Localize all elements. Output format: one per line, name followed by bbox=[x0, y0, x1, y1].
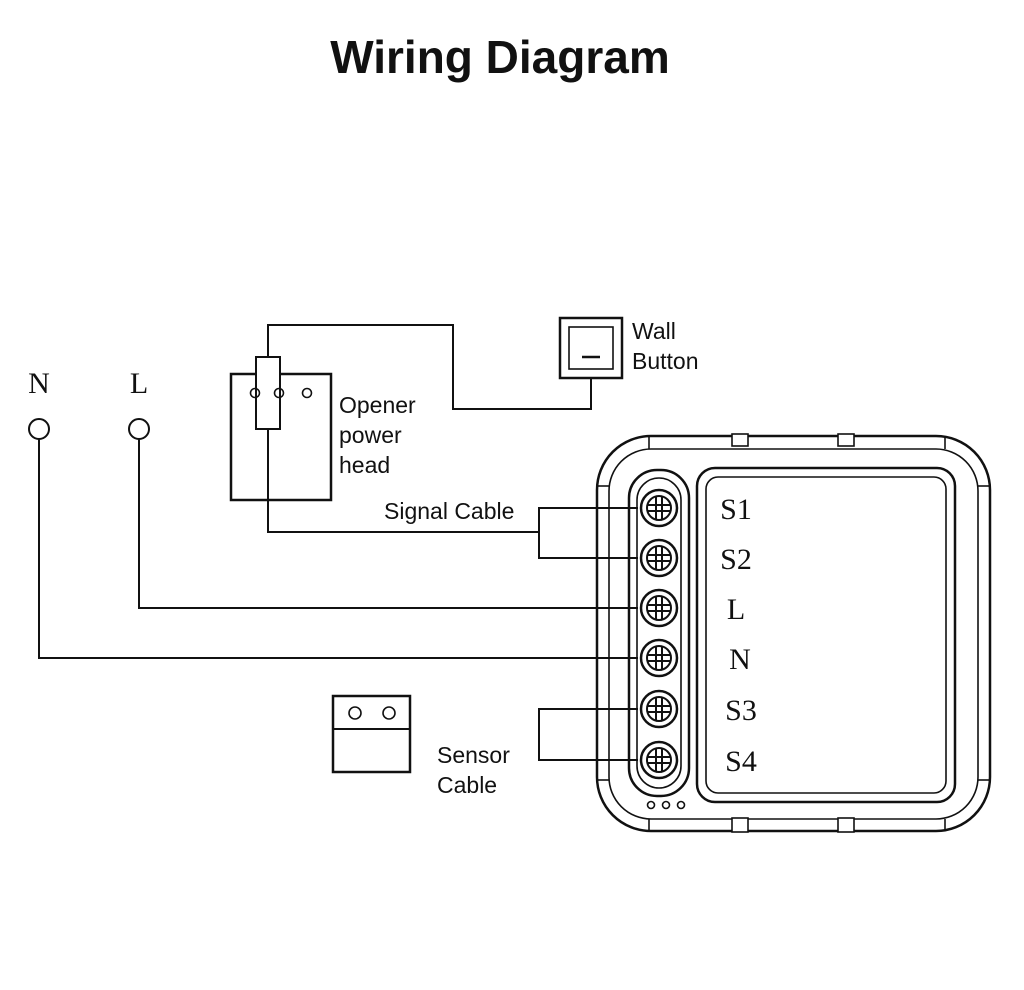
wall-button-wire bbox=[267, 324, 592, 410]
terminal-screw-s2 bbox=[639, 538, 679, 578]
terminal-screw-s4 bbox=[639, 740, 679, 780]
terminal-label-n: N bbox=[729, 643, 751, 676]
opener-power-head bbox=[229, 356, 333, 502]
opener-label-line1: Opener bbox=[339, 392, 416, 418]
smart-module bbox=[595, 433, 992, 833]
terminal-label-s3: S3 bbox=[725, 694, 757, 727]
neutral-supply-label: N bbox=[28, 367, 50, 400]
signal-cable-label: Signal Cable bbox=[384, 498, 514, 524]
terminal-screw-l bbox=[639, 588, 679, 628]
terminal-screw-s3 bbox=[639, 689, 679, 729]
terminal-label-s4: S4 bbox=[725, 745, 757, 778]
signal-cable-wire bbox=[267, 429, 539, 533]
terminal-label-s2: S2 bbox=[720, 543, 752, 576]
terminal-screw-s1 bbox=[639, 488, 679, 528]
signal-cable-fork bbox=[538, 507, 638, 559]
sensor-cable-fork bbox=[538, 708, 638, 761]
live-supply-terminal bbox=[128, 418, 150, 440]
wall-button-label-line2: Button bbox=[632, 348, 699, 374]
wall-button bbox=[558, 316, 624, 380]
terminal-screw-n bbox=[639, 638, 679, 678]
sensor-cable-label-line1: Sensor bbox=[437, 742, 510, 768]
live-wire bbox=[138, 439, 638, 609]
wall-button-label-line1: Wall bbox=[632, 318, 676, 344]
neutral-supply-terminal bbox=[28, 418, 50, 440]
sensor-cable-label-line2: Cable bbox=[437, 772, 497, 798]
live-supply-label: L bbox=[130, 367, 148, 400]
neutral-wire bbox=[38, 439, 638, 659]
sensor bbox=[331, 694, 412, 774]
opener-label-line2: power bbox=[339, 422, 402, 448]
terminal-label-l: L bbox=[727, 593, 745, 626]
diagram-title: Wiring Diagram bbox=[330, 31, 670, 83]
opener-label-line3: head bbox=[339, 452, 390, 478]
terminal-label-s1: S1 bbox=[720, 493, 752, 526]
